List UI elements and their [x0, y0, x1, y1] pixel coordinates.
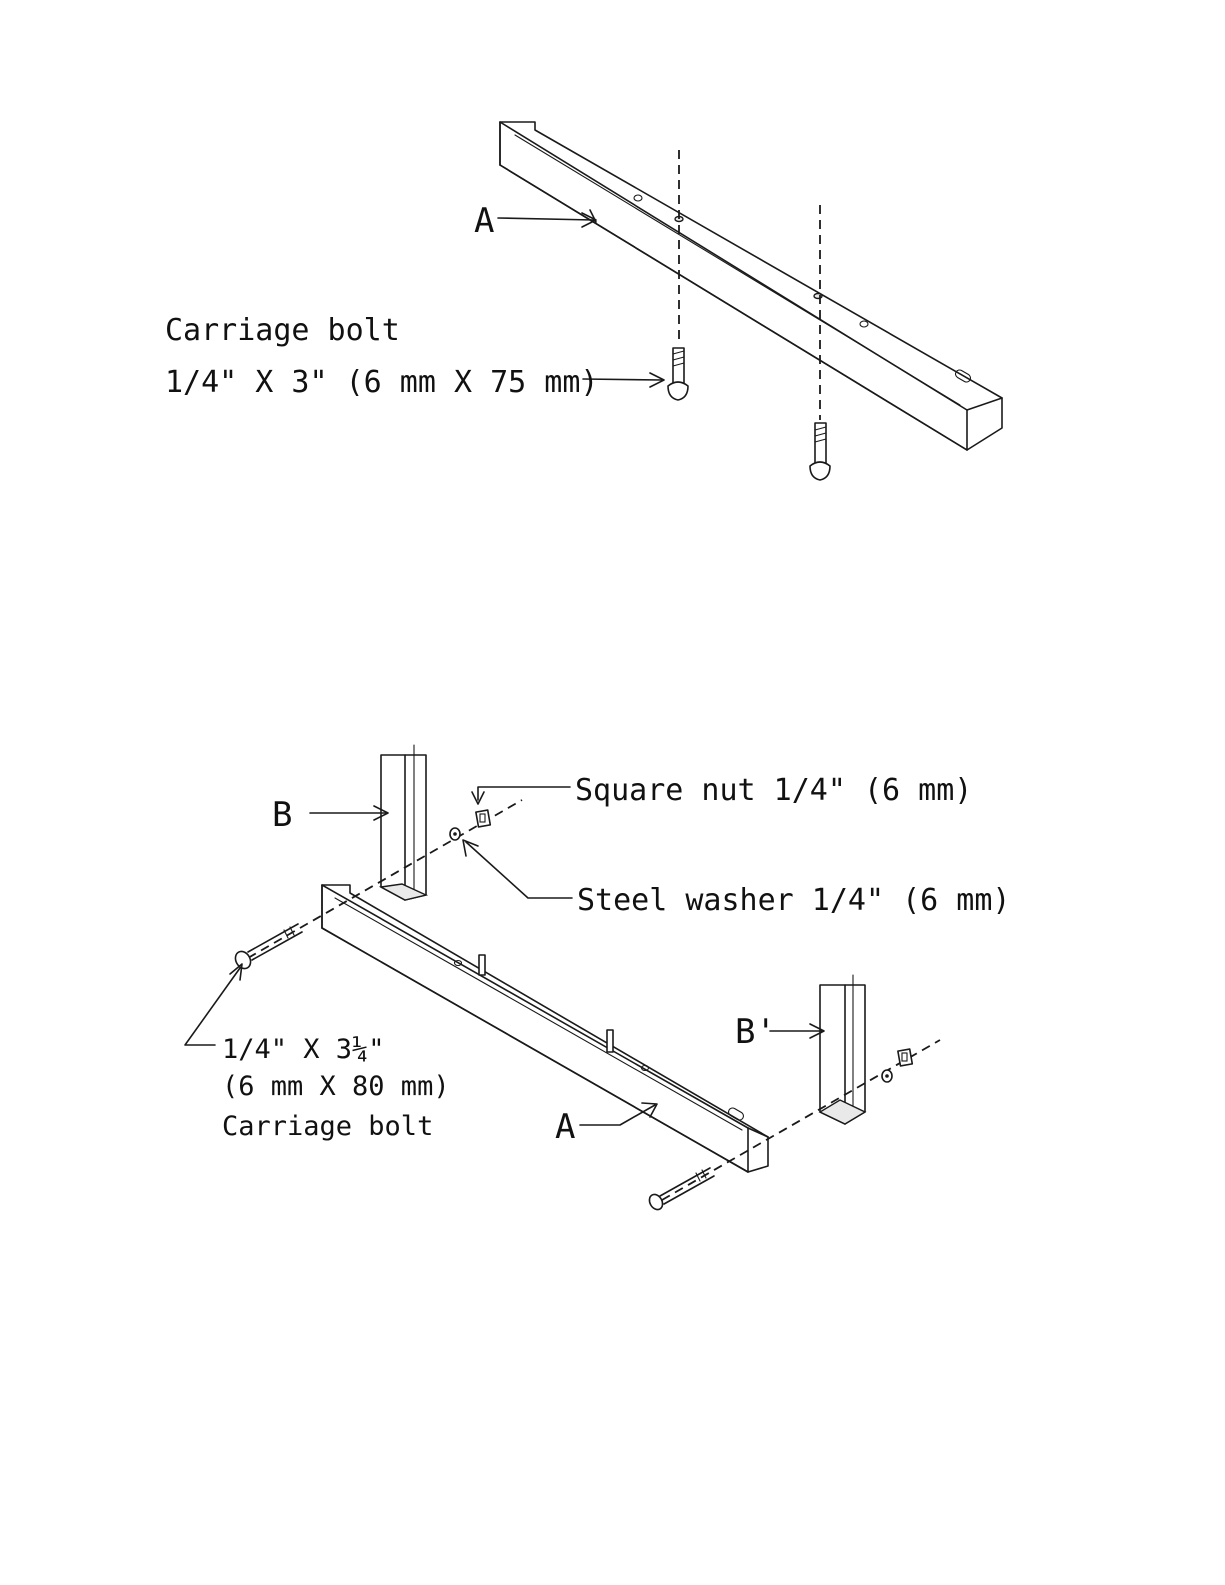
- top-figure: A Carriage bolt 1/4" X 3" (6 mm X 75 mm): [165, 122, 1002, 480]
- bolt-size-bottom-line2: (6 mm X 80 mm): [222, 1071, 450, 1102]
- part-label-a-top: A: [474, 201, 494, 241]
- rail-a-top: [500, 122, 1002, 450]
- bolt-name-top: Carriage bolt: [165, 313, 400, 348]
- bolt-name-bottom: Carriage bolt: [222, 1111, 433, 1142]
- leader-arrow-carriage-bolt-bottom: [185, 964, 242, 1045]
- leg-label-b: B: [272, 795, 292, 835]
- square-nut-front: [898, 1049, 912, 1066]
- square-nut-back: [476, 810, 490, 827]
- carriage-bolt-2: [810, 423, 830, 480]
- bottom-figure: B Square nut 1/4" (6 mm) Steel washer 1/…: [185, 745, 1010, 1212]
- leader-arrow-b: [310, 806, 388, 820]
- carriage-bolt-1: [668, 348, 688, 400]
- bolt-size-bottom-line1: 1/4" X 3¼": [222, 1034, 385, 1065]
- bolt-size-top: 1/4" X 3" (6 mm X 75 mm): [165, 365, 598, 400]
- square-nut-label: Square nut 1/4" (6 mm): [575, 773, 972, 808]
- leader-arrow-steel-washer: [463, 840, 572, 898]
- leg-label-b-prime: B': [735, 1012, 776, 1052]
- leader-arrow-square-nut: [472, 787, 570, 804]
- steel-washer-back: [450, 828, 460, 840]
- leg-b: [381, 745, 426, 900]
- steel-washer-label: Steel washer 1/4" (6 mm): [577, 883, 1010, 918]
- part-label-a-bottom: A: [555, 1107, 575, 1147]
- steel-washer-front: [882, 1070, 892, 1082]
- leg-b-prime: [820, 975, 865, 1124]
- leader-arrow-b-prime: [770, 1024, 824, 1038]
